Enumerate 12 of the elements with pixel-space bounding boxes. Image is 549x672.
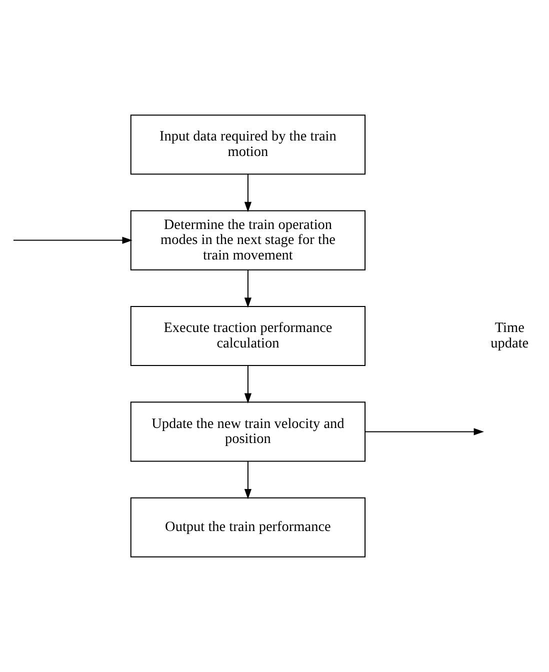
- arrow: [244, 461, 252, 500]
- label: Time update: [490, 320, 529, 352]
- node-box: Input data required by the train motion: [130, 114, 366, 175]
- node-box: Execute traction performance calculation: [130, 306, 366, 366]
- arrow: [13, 236, 132, 244]
- node-box: Determine the train operation modes in the next stage for the train movement: [130, 210, 366, 270]
- node-box: Update the new train velocity and position: [130, 402, 366, 462]
- arrow: [244, 270, 252, 308]
- arrow: [244, 174, 252, 212]
- arrow: [365, 428, 484, 436]
- node-box: Output the train performance: [130, 497, 366, 558]
- arrow: [244, 366, 252, 404]
